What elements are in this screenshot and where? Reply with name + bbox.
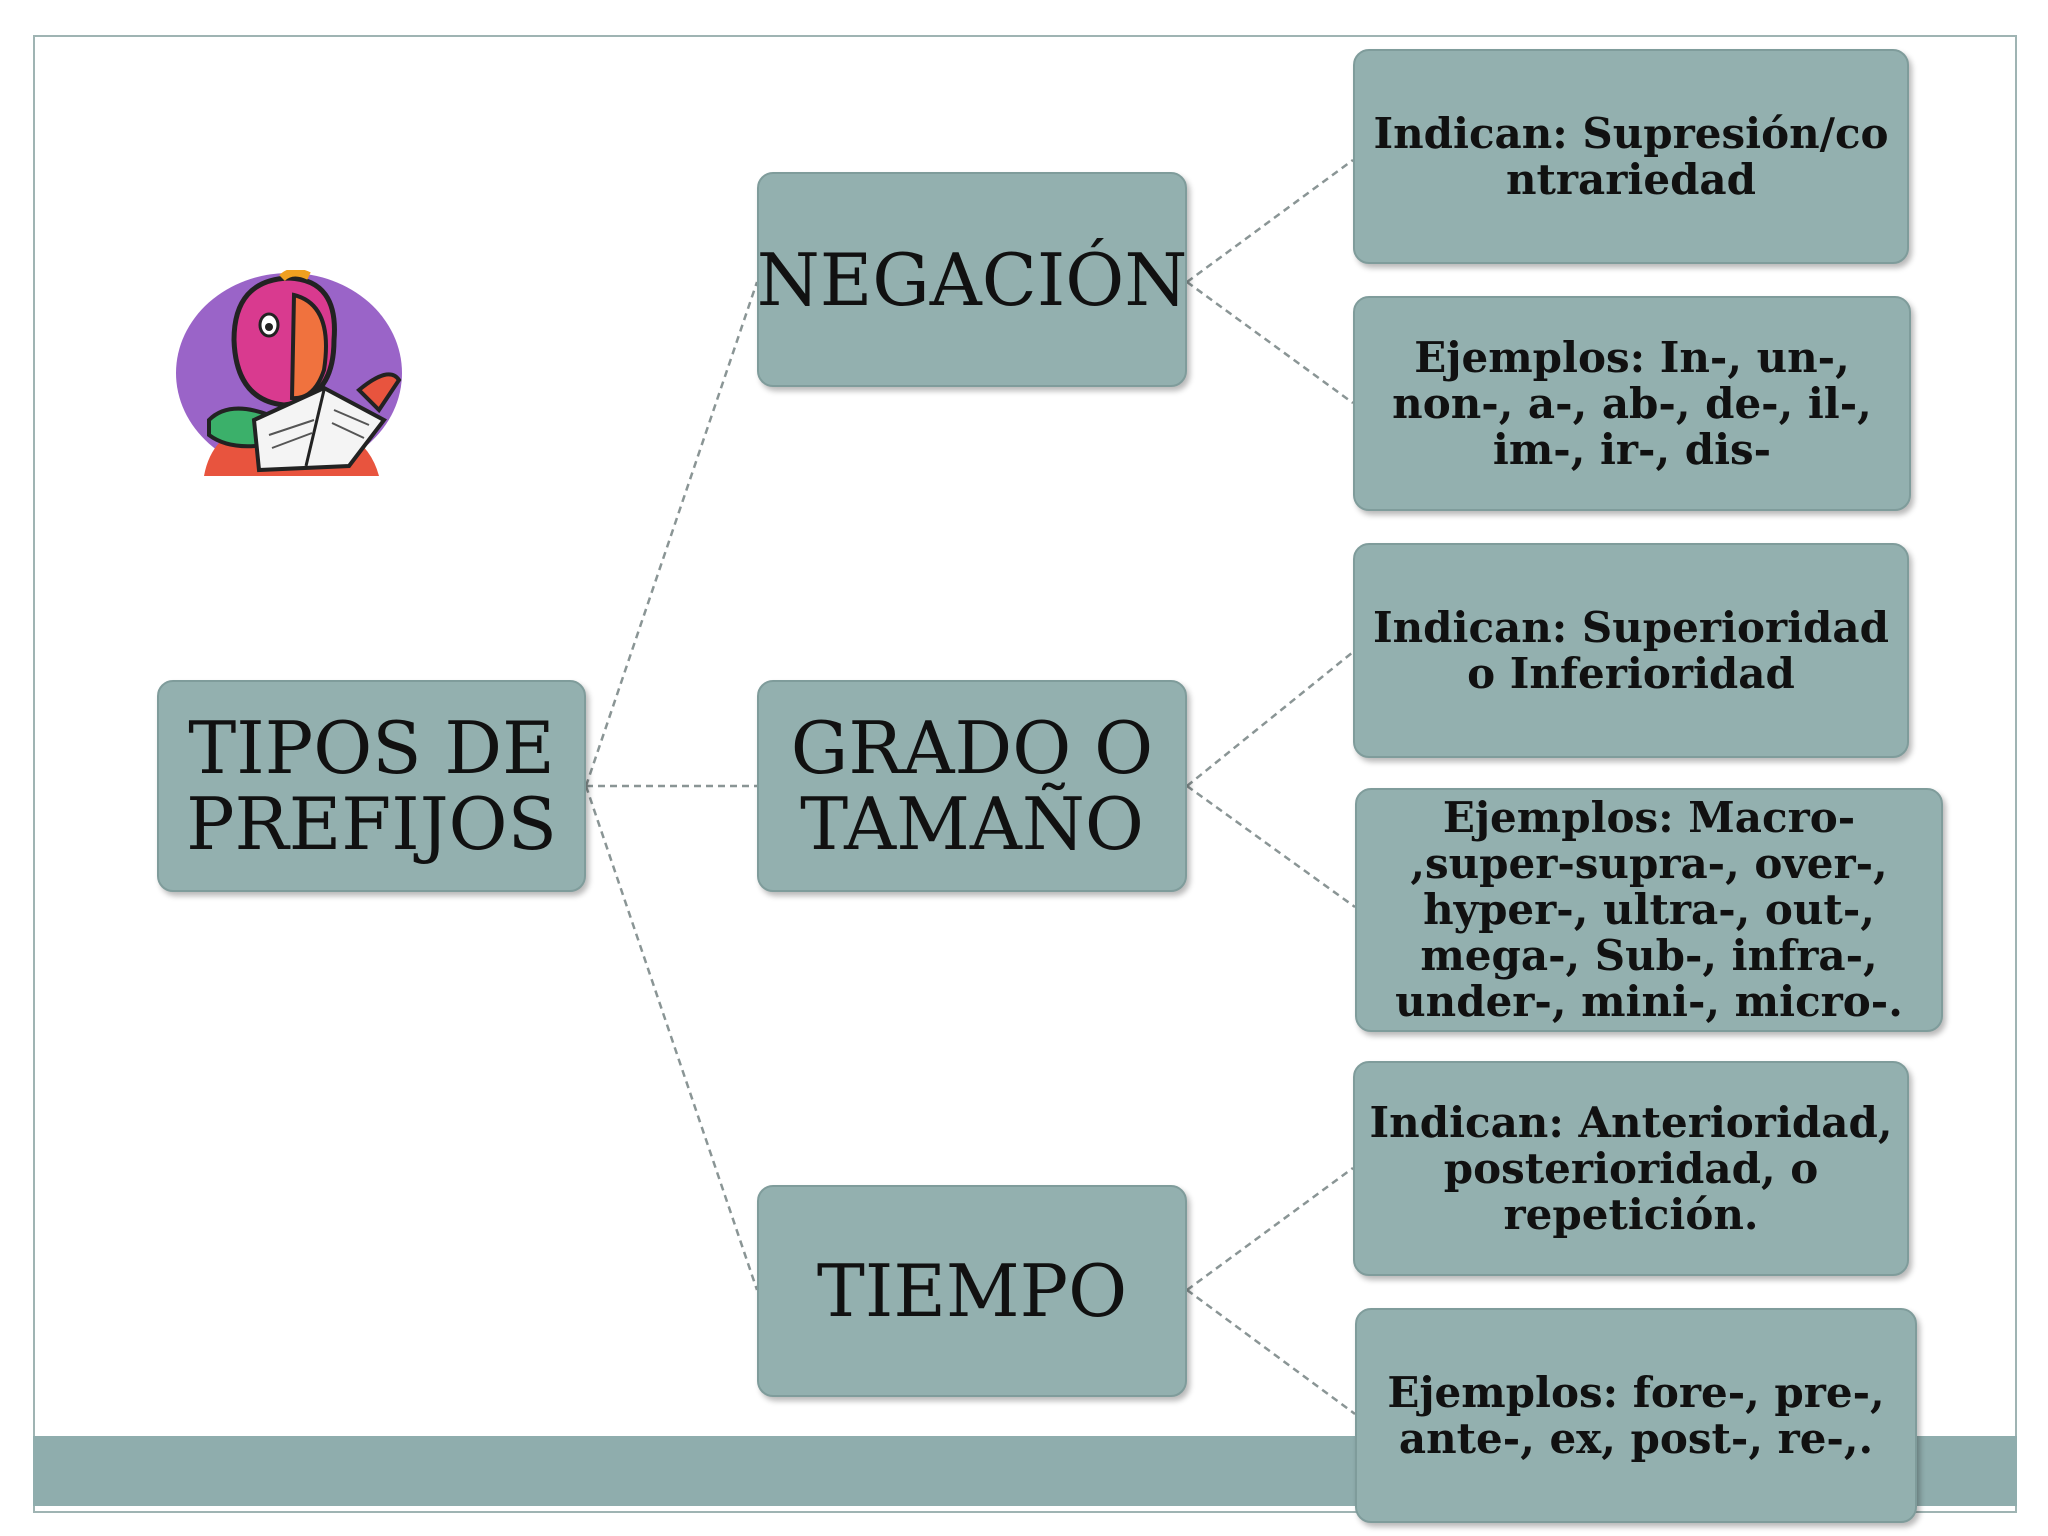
detail-text: Indican: Anterioridad, posterioridad, o … xyxy=(1369,1097,1893,1239)
detail-text: Indican: Superioridad o Inferioridad xyxy=(1372,602,1890,698)
connector-tiempo-indican xyxy=(1186,1166,1354,1292)
detail-text: Ejemplos: In-, un-, non-, a-, ab-, de-, … xyxy=(1392,332,1872,474)
detail-text: Ejemplos: Macro- ,super-supra-, over-, h… xyxy=(1395,793,1903,1026)
detail-node-grado-indican: Indican: Superioridad o Inferioridad xyxy=(1353,543,1909,758)
category-node-grado: GRADO O TAMAÑO xyxy=(757,680,1187,892)
reading-person-icon xyxy=(176,270,402,476)
detail-node-grado-ejemplos: Ejemplos: Macro- ,super-supra-, over-, h… xyxy=(1355,788,1943,1032)
connector-grado-indican xyxy=(1186,651,1354,787)
root-label: TIPOS DE PREFIJOS xyxy=(186,706,557,866)
detail-node-tiempo-indican: Indican: Anterioridad, posterioridad, o … xyxy=(1353,1061,1909,1276)
root-node: TIPOS DE PREFIJOS xyxy=(157,680,586,892)
detail-node-negacion-ejemplos: Ejemplos: In-, un-, non-, a-, ab-, de-, … xyxy=(1353,296,1911,511)
connector-root-negacion xyxy=(584,281,759,787)
category-label: GRADO O TAMAÑO xyxy=(790,706,1154,866)
category-node-negacion: NEGACIÓN xyxy=(757,172,1187,387)
connector-negacion-ejemplos xyxy=(1186,280,1354,405)
detail-text: Indican: Supresión/contrariedad xyxy=(1373,108,1889,204)
connector-tiempo-ejemplos xyxy=(1186,1288,1356,1416)
detail-node-tiempo-ejemplos: Ejemplos: fore-, pre-, ante-, ex, post-,… xyxy=(1355,1308,1917,1523)
detail-text: Ejemplos: fore-, pre-, ante-, ex, post-,… xyxy=(1387,1367,1885,1463)
connector-grado-ejemplos xyxy=(1186,784,1356,909)
category-node-tiempo: TIEMPO xyxy=(757,1185,1187,1397)
connector-negacion-indican xyxy=(1186,158,1354,284)
connector-root-tiempo xyxy=(584,785,759,1291)
detail-node-negacion-indican: Indican: Supresión/contrariedad xyxy=(1353,49,1909,264)
category-label: NEGACIÓN xyxy=(756,237,1188,322)
category-label: TIEMPO xyxy=(816,1249,1128,1333)
